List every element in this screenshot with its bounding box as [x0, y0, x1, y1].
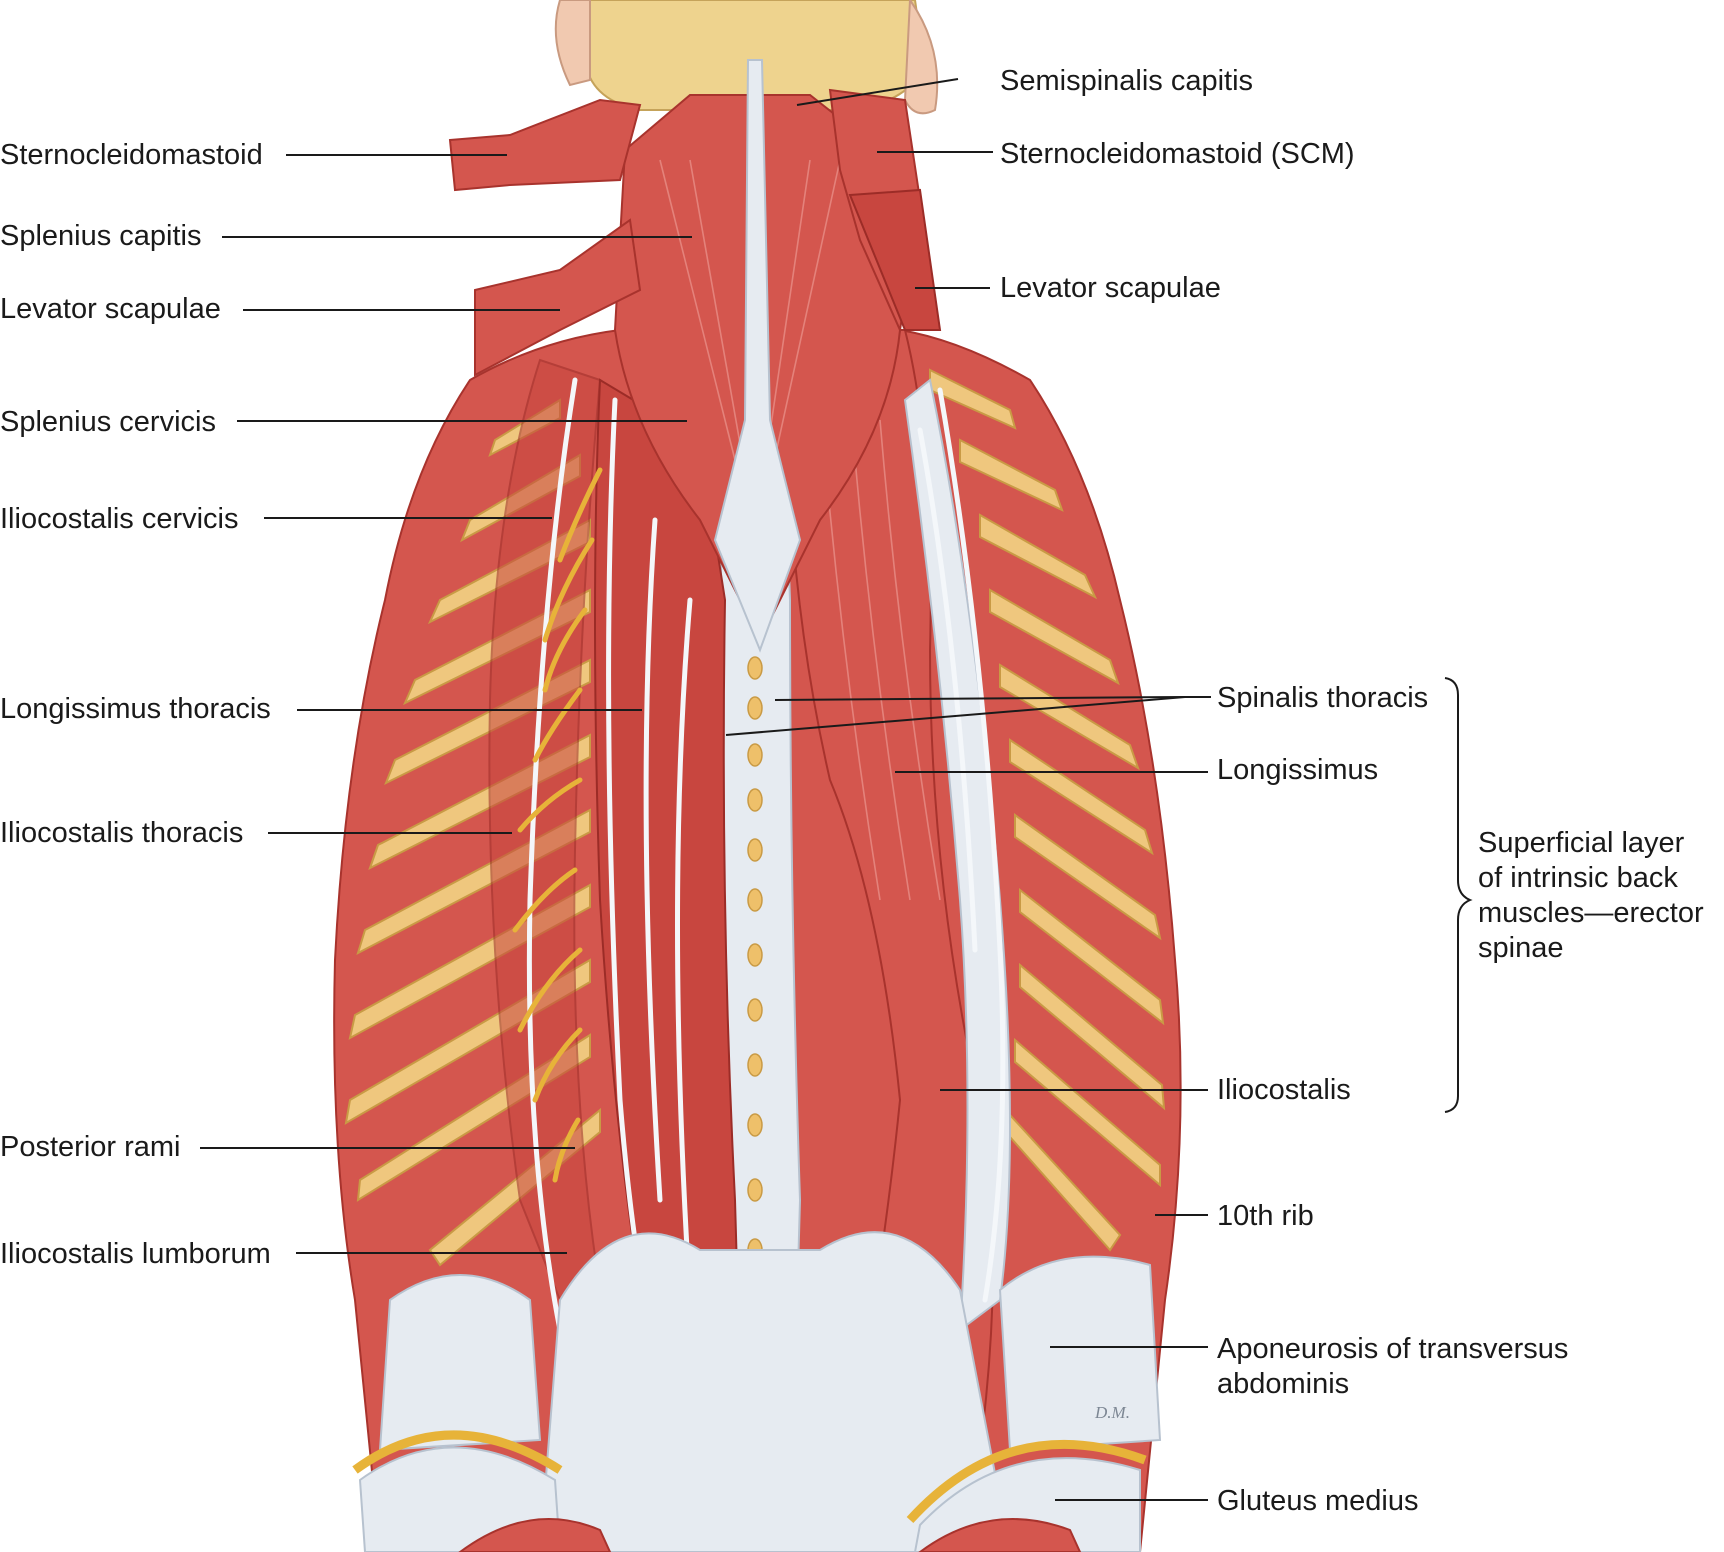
label-bracket-line3: muscles—erector — [1478, 897, 1704, 929]
label-spinalis-thoracis: Spinalis thoracis — [1217, 682, 1428, 714]
label-bracket-line1: Superficial layer — [1478, 827, 1685, 859]
label-sternocleidomastoid-left: Sternocleidomastoid — [0, 139, 263, 171]
left-ear — [554, 0, 591, 87]
thoracolumbar-aponeurosis — [538, 1231, 1012, 1552]
label-bracket-line2: of intrinsic back — [1478, 862, 1678, 894]
right-transversus-aponeurosis — [998, 1255, 1162, 1452]
left-iliac-crest — [352, 1430, 563, 1474]
label-iliocostalis: Iliocostalis — [1217, 1074, 1351, 1106]
leader-lines — [200, 78, 1473, 1501]
bracket-group-label: Superficial layer of intrinsic back musc… — [1478, 827, 1704, 964]
right-gluteus-maximus — [918, 1518, 1082, 1552]
label-splenius-cervicis: Splenius cervicis — [0, 406, 216, 438]
label-bracket-line4: spinae — [1478, 932, 1563, 964]
label-longissimus: Longissimus — [1217, 754, 1378, 786]
artist-signature: D.M. — [1094, 1403, 1130, 1422]
label-semispinalis-capitis: Semispinalis capitis — [1000, 65, 1253, 97]
label-iliocostalis-lumborum: Iliocostalis lumborum — [0, 1238, 271, 1270]
ligamentum-nuchae — [713, 59, 802, 653]
label-aponeurosis-line1: Aponeurosis of transversus — [1217, 1333, 1568, 1365]
label-levator-scapulae-right: Levator scapulae — [1000, 272, 1221, 304]
label-longissimus-thoracis: Longissimus thoracis — [0, 693, 271, 725]
label-posterior-rami: Posterior rami — [0, 1131, 181, 1163]
right-ear — [903, 0, 939, 115]
right-iliac-crest — [906, 1439, 1147, 1524]
right-ribs — [929, 368, 1166, 1252]
right-levator-scapulae — [848, 188, 942, 331]
label-sternocleidomastoid-scm: Sternocleidomastoid (SCM) — [1000, 138, 1355, 170]
right-labels: Semispinalis capitis Sternocleidomastoid… — [1000, 65, 1568, 1517]
label-iliocostalis-thoracis: Iliocostalis thoracis — [0, 817, 243, 849]
label-splenius-capitis: Splenius capitis — [0, 220, 202, 252]
left-gluteus-maximus — [458, 1518, 612, 1552]
left-sternocleidomastoid — [448, 98, 642, 192]
erector-spinae-brace — [1444, 677, 1473, 1113]
left-labels: Sternocleidomastoid Splenius capitis Lev… — [0, 139, 271, 1270]
label-aponeurosis-line2: abdominis — [1217, 1368, 1349, 1400]
left-levator-scapulae — [474, 218, 642, 377]
label-levator-scapulae-left: Levator scapulae — [0, 293, 221, 325]
label-tenth-rib: 10th rib — [1217, 1200, 1314, 1232]
anatomy-drawing: D.M. — [333, 0, 1182, 1552]
label-iliocostalis-cervicis: Iliocostalis cervicis — [0, 503, 239, 535]
left-transversus-aponeurosis — [378, 1274, 542, 1452]
label-gluteus-medius: Gluteus medius — [1217, 1485, 1419, 1517]
posterior-rami-nerves — [512, 467, 603, 1183]
right-iliocostalis-strands — [917, 387, 1006, 1303]
